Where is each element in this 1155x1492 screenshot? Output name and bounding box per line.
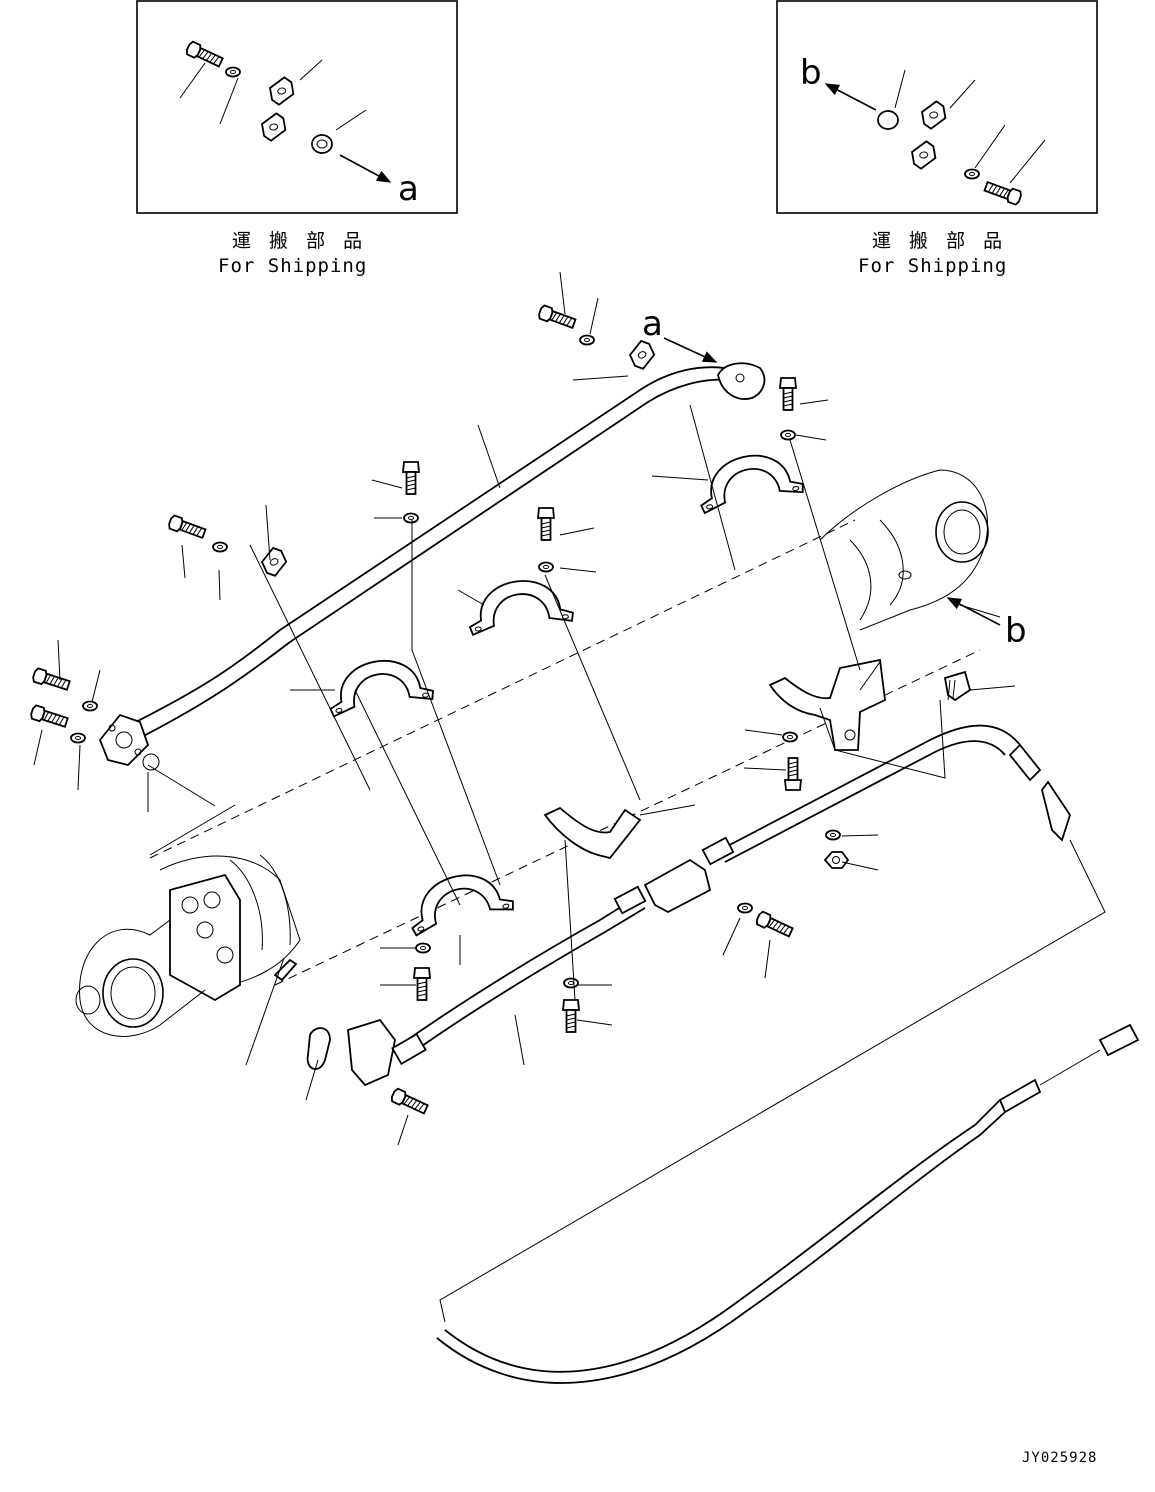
inset-bolt xyxy=(982,178,1024,207)
washer xyxy=(212,541,228,553)
inset-leader-lines xyxy=(179,59,367,131)
tube-flange-rod-end xyxy=(717,362,766,400)
right-inset-frame xyxy=(776,0,1098,214)
connector-block xyxy=(347,1018,427,1087)
cylinder-body-outline xyxy=(149,519,981,986)
left-inset-caption-jp: 運 搬 部 品 xyxy=(232,230,368,252)
right-inset: b 運 搬 部 品 For Shipping xyxy=(776,0,1098,277)
hose-clamp-bracket xyxy=(768,658,886,751)
o-ring xyxy=(142,753,160,771)
hose-clamp xyxy=(543,806,642,860)
left-inset-frame xyxy=(136,0,458,214)
o-ring xyxy=(306,1027,331,1070)
right-inset-caption-en: For Shipping xyxy=(858,255,1007,277)
split-clamp xyxy=(257,544,291,580)
pointer-b: b xyxy=(946,597,1027,651)
hose-fitting-rod-end xyxy=(1008,743,1071,842)
lower-tube-and-hose xyxy=(306,670,1071,1087)
nut xyxy=(823,851,850,869)
bolt xyxy=(536,303,578,332)
head-end-eye xyxy=(75,854,301,1037)
inset-arrow-label-b: b xyxy=(800,53,822,93)
washer xyxy=(538,561,554,573)
sensor-block xyxy=(613,836,735,915)
rod-end-eye xyxy=(819,469,989,631)
hose-clamp xyxy=(401,862,516,937)
upper-hydraulic-tube xyxy=(98,362,766,771)
pointer-label-a: a xyxy=(642,304,663,344)
inset-arrow-a xyxy=(339,154,392,183)
pointer-arrow-a xyxy=(663,337,718,363)
washer xyxy=(415,942,431,954)
inset-washer xyxy=(964,168,980,180)
washer xyxy=(825,829,841,841)
hydraulic-cylinder xyxy=(75,469,989,1037)
inset-plug xyxy=(877,110,899,130)
inset-split-flange-lower xyxy=(909,139,938,171)
bolt xyxy=(562,999,580,1033)
elbow-fitting xyxy=(943,670,972,702)
right-inset-caption-jp: 運 搬 部 品 xyxy=(872,230,1008,252)
bolt xyxy=(29,703,70,731)
tube-flange-head-end xyxy=(98,713,150,766)
bolt xyxy=(537,507,555,541)
sensor-cable xyxy=(436,1023,1140,1384)
inset-split-flange-upper xyxy=(919,99,948,131)
pointer-label-b: b xyxy=(1005,611,1027,651)
washer xyxy=(579,334,595,346)
inset-leader-lines xyxy=(894,69,1046,184)
inset-arrow-b xyxy=(824,83,877,111)
bolt xyxy=(784,757,802,791)
bolt xyxy=(402,461,420,495)
reference-lines xyxy=(249,404,1106,1323)
inset-split-flange-upper xyxy=(267,75,296,107)
bolt xyxy=(31,666,72,694)
washer xyxy=(563,977,579,989)
left-inset-caption-en: For Shipping xyxy=(218,255,367,277)
socket-bolt xyxy=(389,1086,430,1117)
pointer-arrow-b xyxy=(946,597,1001,626)
bolt xyxy=(779,377,797,411)
left-inset: a 運 搬 部 品 For Shipping xyxy=(136,0,458,277)
bolt xyxy=(166,513,208,542)
pointer-a: a xyxy=(642,304,718,363)
bolt xyxy=(754,909,795,940)
washer xyxy=(70,732,86,744)
washer xyxy=(780,429,796,441)
washer xyxy=(737,902,753,914)
washer xyxy=(782,731,798,743)
inset-washer xyxy=(225,66,241,78)
washer xyxy=(403,512,419,524)
inset-flange-seal xyxy=(311,134,333,154)
inset-arrow-label-a: a xyxy=(398,169,419,209)
bolt xyxy=(413,967,431,1001)
drawing-code: JY025928 xyxy=(1022,1450,1097,1466)
tube-clamp xyxy=(322,651,436,718)
inset-split-flange-lower xyxy=(259,111,288,143)
leader-lines xyxy=(33,271,1016,1146)
washer xyxy=(82,700,98,712)
